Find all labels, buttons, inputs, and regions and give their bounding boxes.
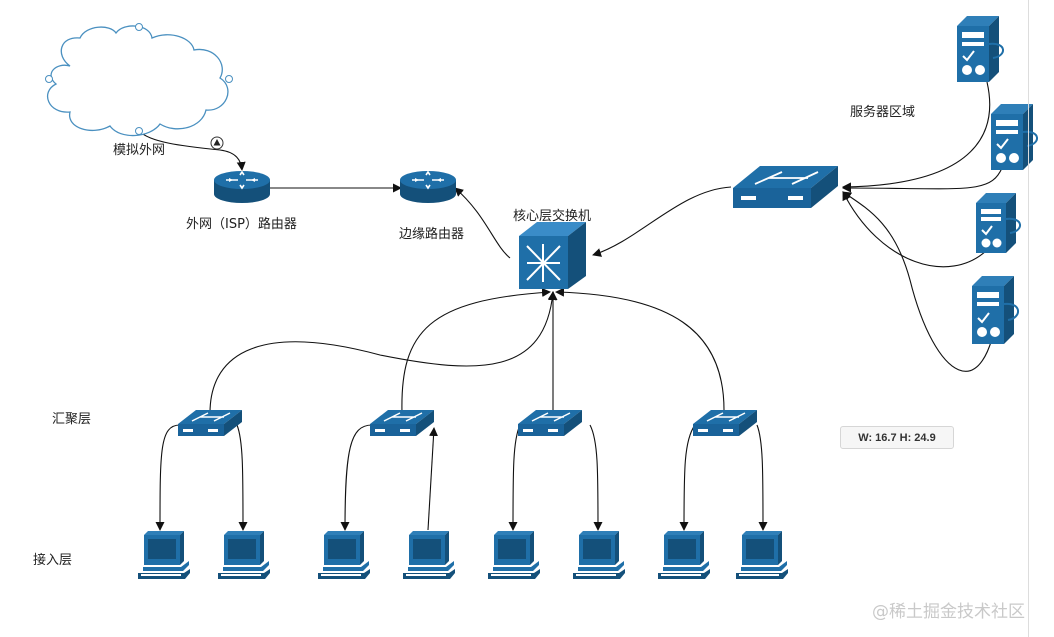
link-serverswitch-core — [592, 186, 732, 257]
edge-router-label: 边缘路由器 — [399, 227, 465, 242]
link-agg1-core — [209, 291, 557, 414]
isp-router-icon[interactable] — [214, 170, 270, 203]
aggregation-layer-label: 汇聚层 — [52, 412, 92, 427]
link-agg3-pc5 — [508, 424, 521, 531]
link-pc4-agg2 — [427, 427, 439, 531]
connections — [138, 81, 1003, 531]
cloud-label: 模拟外网 — [113, 143, 166, 158]
link-agg3-pc6 — [589, 424, 603, 531]
link-server2 — [842, 167, 1003, 193]
workstation-3-icon[interactable] — [318, 531, 370, 579]
link-server4 — [842, 191, 999, 372]
link-agg2-pc3 — [340, 424, 373, 531]
workstation-5-icon[interactable] — [488, 531, 540, 579]
link-server1 — [842, 81, 991, 192]
workstation-4-icon[interactable] — [403, 531, 455, 579]
watermark: @稀土掘金技术社区 — [872, 602, 1025, 622]
aggregation-switch-2-icon[interactable] — [370, 410, 434, 436]
aggregation-switch-3-icon[interactable] — [518, 410, 582, 436]
link-agg4-pc8 — [756, 424, 768, 531]
server-3-icon[interactable] — [976, 193, 1021, 253]
cloud-icon[interactable] — [45, 23, 233, 137]
connection-handle-icon[interactable] — [210, 136, 224, 150]
workstation-7-icon[interactable] — [658, 531, 710, 579]
workstation-1-icon[interactable] — [138, 531, 190, 579]
workstation-6-icon[interactable] — [573, 531, 625, 579]
workstation-2-icon[interactable] — [218, 531, 270, 579]
panel-divider — [1028, 0, 1029, 637]
core-switch-label: 核心层交换机 — [513, 209, 592, 224]
size-badge: W: 16.7 H: 24.9 — [840, 426, 954, 449]
server-4-icon[interactable] — [972, 276, 1019, 344]
core-switch-icon[interactable] — [519, 222, 586, 289]
access-layer-label: 接入层 — [33, 553, 73, 568]
link-agg1-pc1 — [155, 424, 181, 531]
server-2-icon[interactable] — [991, 104, 1038, 170]
isp-router-label: 外网（ISP）路由器 — [186, 217, 297, 232]
link-agg4-pc7 — [679, 424, 696, 531]
edge-router-icon[interactable] — [400, 170, 456, 203]
server-switch-icon[interactable] — [733, 166, 838, 208]
link-agg2-core — [401, 288, 551, 414]
aggregation-switch-4-icon[interactable] — [693, 410, 757, 436]
link-agg1-pc2 — [236, 424, 248, 531]
workstation-8-icon[interactable] — [736, 531, 788, 579]
server-1-icon[interactable] — [957, 16, 1004, 82]
server-zone-label: 服务器区域 — [850, 105, 916, 120]
link-agg4-core — [555, 287, 725, 411]
link-core-edge — [454, 187, 511, 259]
link-server3 — [842, 191, 988, 268]
link-cloud-isp — [138, 130, 246, 171]
aggregation-switch-1-icon[interactable] — [178, 410, 242, 436]
